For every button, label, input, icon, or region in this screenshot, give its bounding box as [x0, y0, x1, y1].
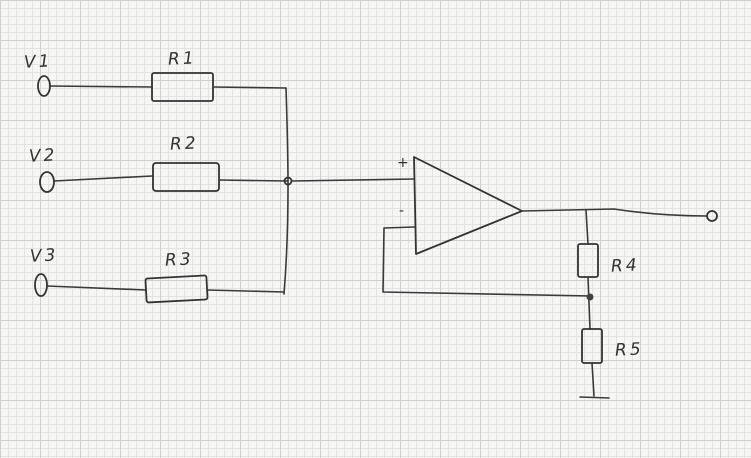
- r1-out-wire: [212, 86, 287, 89]
- opamp-minus-sign: -: [399, 203, 405, 219]
- output-terminal: [706, 210, 718, 222]
- opamp-symbol: [413, 156, 523, 255]
- r3-out-wire: [206, 289, 285, 293]
- noninverting-input-wire: [291, 178, 415, 182]
- resistor-r3: [144, 274, 209, 304]
- divider-mid-wire: [587, 276, 591, 330]
- resistor-r5: [581, 328, 603, 364]
- v1-label: V1: [23, 51, 53, 73]
- opamp-plus-sign: +: [397, 155, 409, 171]
- v3-wire: [46, 285, 147, 291]
- v2-wire: [53, 175, 153, 182]
- resistor-r4: [577, 243, 599, 278]
- v2-terminal: [39, 171, 55, 193]
- output-wire: [521, 208, 707, 217]
- divider-bottom-wire: [591, 362, 595, 397]
- v2-label: V2: [28, 145, 58, 167]
- r5-label: R5: [614, 339, 645, 361]
- resistor-r1: [151, 72, 214, 102]
- r1-label: R1: [167, 48, 198, 70]
- summing-bus: [283, 87, 289, 295]
- inverting-input-wire: [382, 226, 593, 297]
- v1-terminal: [37, 75, 51, 97]
- v3-label: V3: [29, 245, 59, 267]
- v3-terminal: [34, 273, 48, 297]
- r4-label: R4: [610, 255, 641, 277]
- divider-top-wire: [585, 209, 589, 245]
- r3-label: R3: [164, 249, 195, 271]
- r2-out-wire: [218, 179, 289, 182]
- r2-label: R2: [169, 133, 200, 155]
- ground-bar: [579, 396, 610, 399]
- resistor-r2: [152, 162, 220, 192]
- v1-wire: [49, 85, 153, 88]
- feedback-node: [586, 293, 594, 301]
